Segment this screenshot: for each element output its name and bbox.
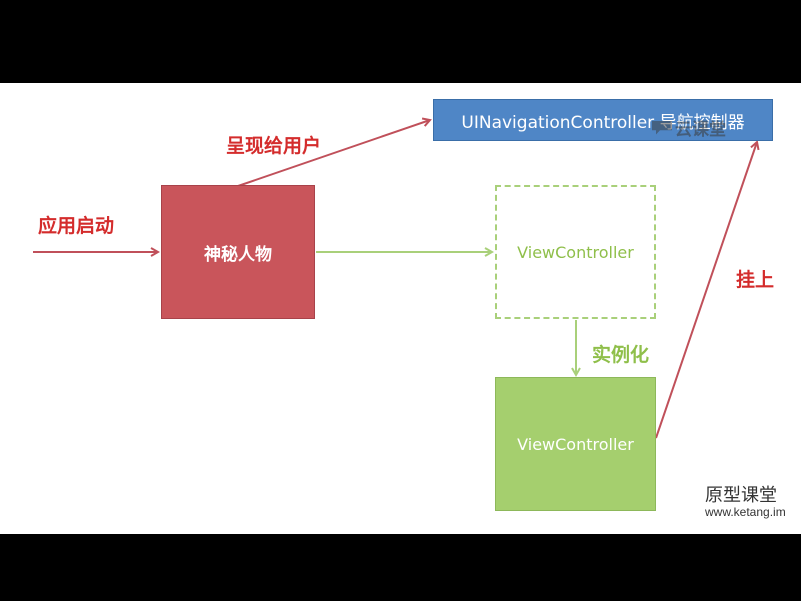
nav-controller-node: UINavigationController 导航控制器 bbox=[433, 99, 773, 141]
mystery-node: 神秘人物 bbox=[161, 185, 315, 319]
vc-instance-label: ViewController bbox=[517, 434, 634, 454]
watermark: 云课堂 bbox=[652, 115, 726, 140]
brand-url: www.ketang.im bbox=[705, 505, 786, 519]
attach-label: 挂上 bbox=[736, 269, 775, 291]
mystery-node-label: 神秘人物 bbox=[204, 244, 272, 265]
instantiate-label: 实例化 bbox=[592, 344, 650, 366]
brand-name: 原型课堂 bbox=[705, 485, 777, 506]
vc-placeholder-node: ViewController bbox=[495, 185, 656, 319]
nav-controller-label: UINavigationController 导航控制器 bbox=[461, 112, 745, 133]
present-arrow bbox=[237, 120, 430, 187]
watermark-text: 云课堂 bbox=[675, 120, 726, 140]
vc-instance-node: ViewController bbox=[495, 377, 656, 511]
watermark-icon bbox=[652, 120, 672, 135]
launch-label: 应用启动 bbox=[38, 215, 115, 237]
attach-arrow bbox=[655, 142, 757, 439]
slide-canvas bbox=[0, 83, 801, 534]
vc-placeholder-label: ViewController bbox=[517, 242, 634, 262]
present-label: 呈现给用户 bbox=[226, 135, 322, 157]
